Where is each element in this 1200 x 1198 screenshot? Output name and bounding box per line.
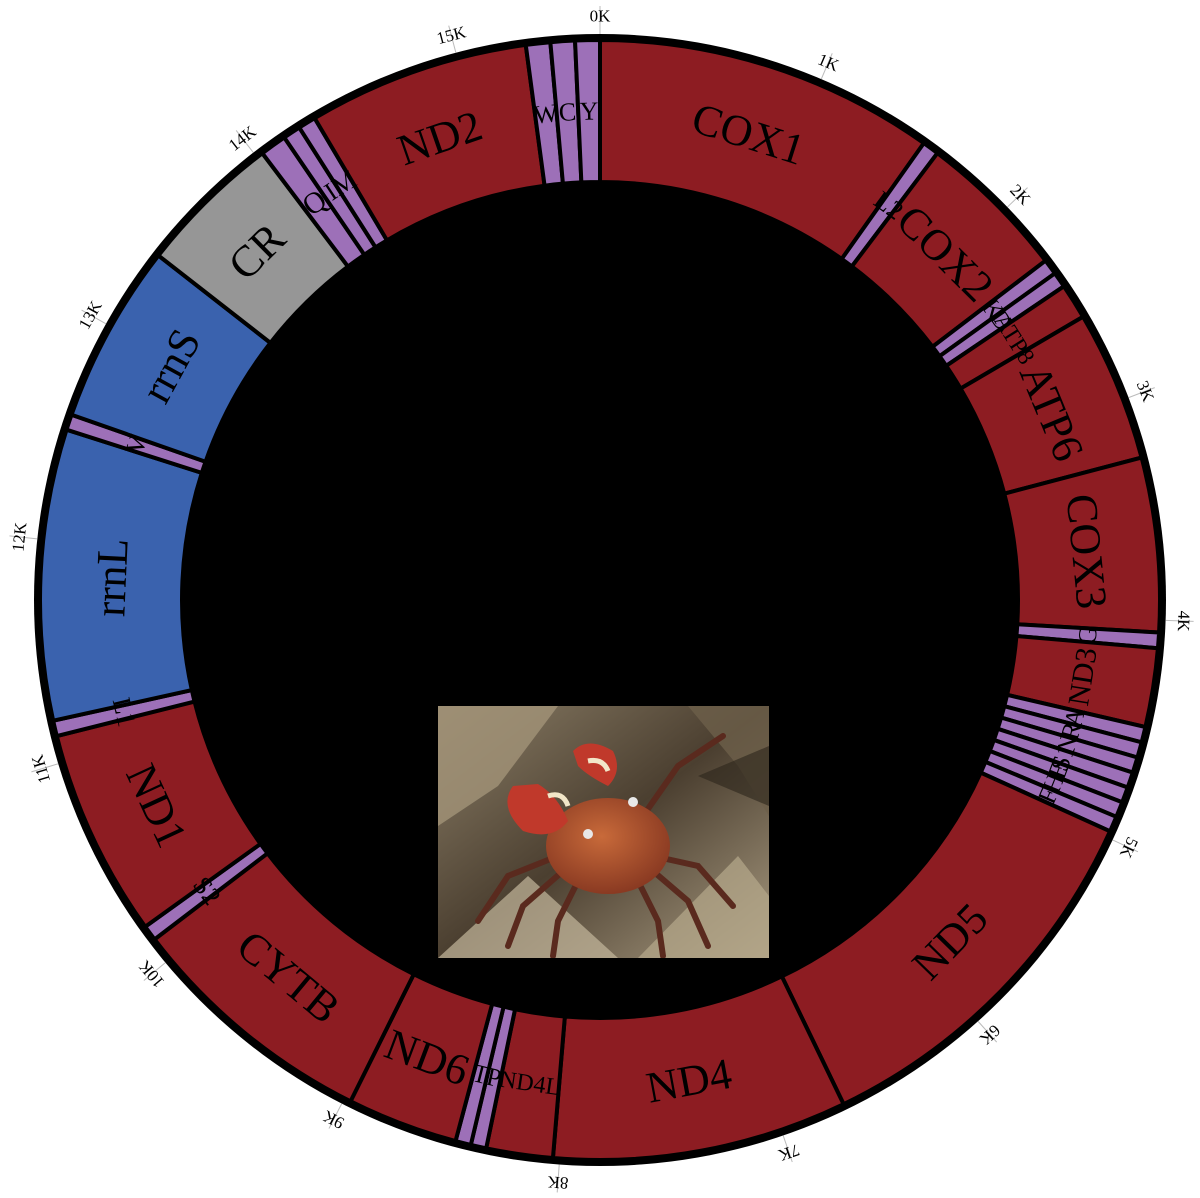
tick-label: 12K	[8, 521, 30, 553]
species-name: Perisesarma bidens	[363, 336, 837, 392]
gene-segments	[38, 37, 1162, 1162]
tick-label: 4K	[1174, 610, 1194, 632]
tick-label: 7K	[775, 1140, 801, 1165]
tick-label: 1K	[815, 50, 842, 76]
tick-label: 8K	[546, 1172, 569, 1192]
tick-mark	[1128, 387, 1155, 399]
tick-label: 9K	[319, 1106, 347, 1133]
label-l1: L1	[107, 695, 142, 730]
segment-y	[572, 37, 602, 185]
tick-mark	[328, 1103, 343, 1129]
genome-size: 15,641 bp	[472, 613, 728, 676]
tick-mark	[556, 1164, 560, 1193]
label-g: G	[1073, 625, 1103, 646]
tick-mark	[820, 53, 833, 80]
genome-subtitle: Complete mitochondrial genome	[288, 478, 912, 522]
tick-mark	[143, 962, 166, 981]
tick-mark	[977, 1020, 998, 1043]
tick-label: 5K	[1116, 834, 1142, 862]
label-c: C	[558, 97, 577, 127]
tick-label: 6K	[975, 1021, 1004, 1050]
tick-label: 14K	[225, 121, 260, 154]
tick-label: 13K	[75, 297, 106, 332]
tick-mark	[81, 309, 107, 325]
tick-label: 15K	[435, 22, 469, 48]
label-w: W	[532, 98, 560, 130]
label-y: Y	[579, 96, 599, 125]
outer-rim	[34, 34, 1166, 1166]
crab-photo	[438, 706, 769, 958]
label-cox3: COX3	[1056, 492, 1116, 611]
label-p: P	[484, 1062, 504, 1093]
tick-label: 11K	[28, 752, 55, 786]
tick-mark	[1165, 619, 1194, 622]
tick-mark	[1112, 839, 1139, 853]
tick-mark	[448, 25, 457, 53]
label-rrnl: rrnL	[85, 537, 138, 617]
tick-label: 2K	[1006, 180, 1035, 209]
tick-mark	[1007, 187, 1028, 208]
ring-outline	[34, 34, 1166, 1166]
tick-mark	[235, 130, 254, 153]
tick-label: 10K	[134, 956, 168, 991]
tick-label: 0K	[590, 7, 612, 26]
tick-mark	[782, 1135, 793, 1163]
tick-mark	[9, 535, 38, 540]
label-t: T	[469, 1058, 492, 1090]
tick-mark	[31, 763, 59, 773]
